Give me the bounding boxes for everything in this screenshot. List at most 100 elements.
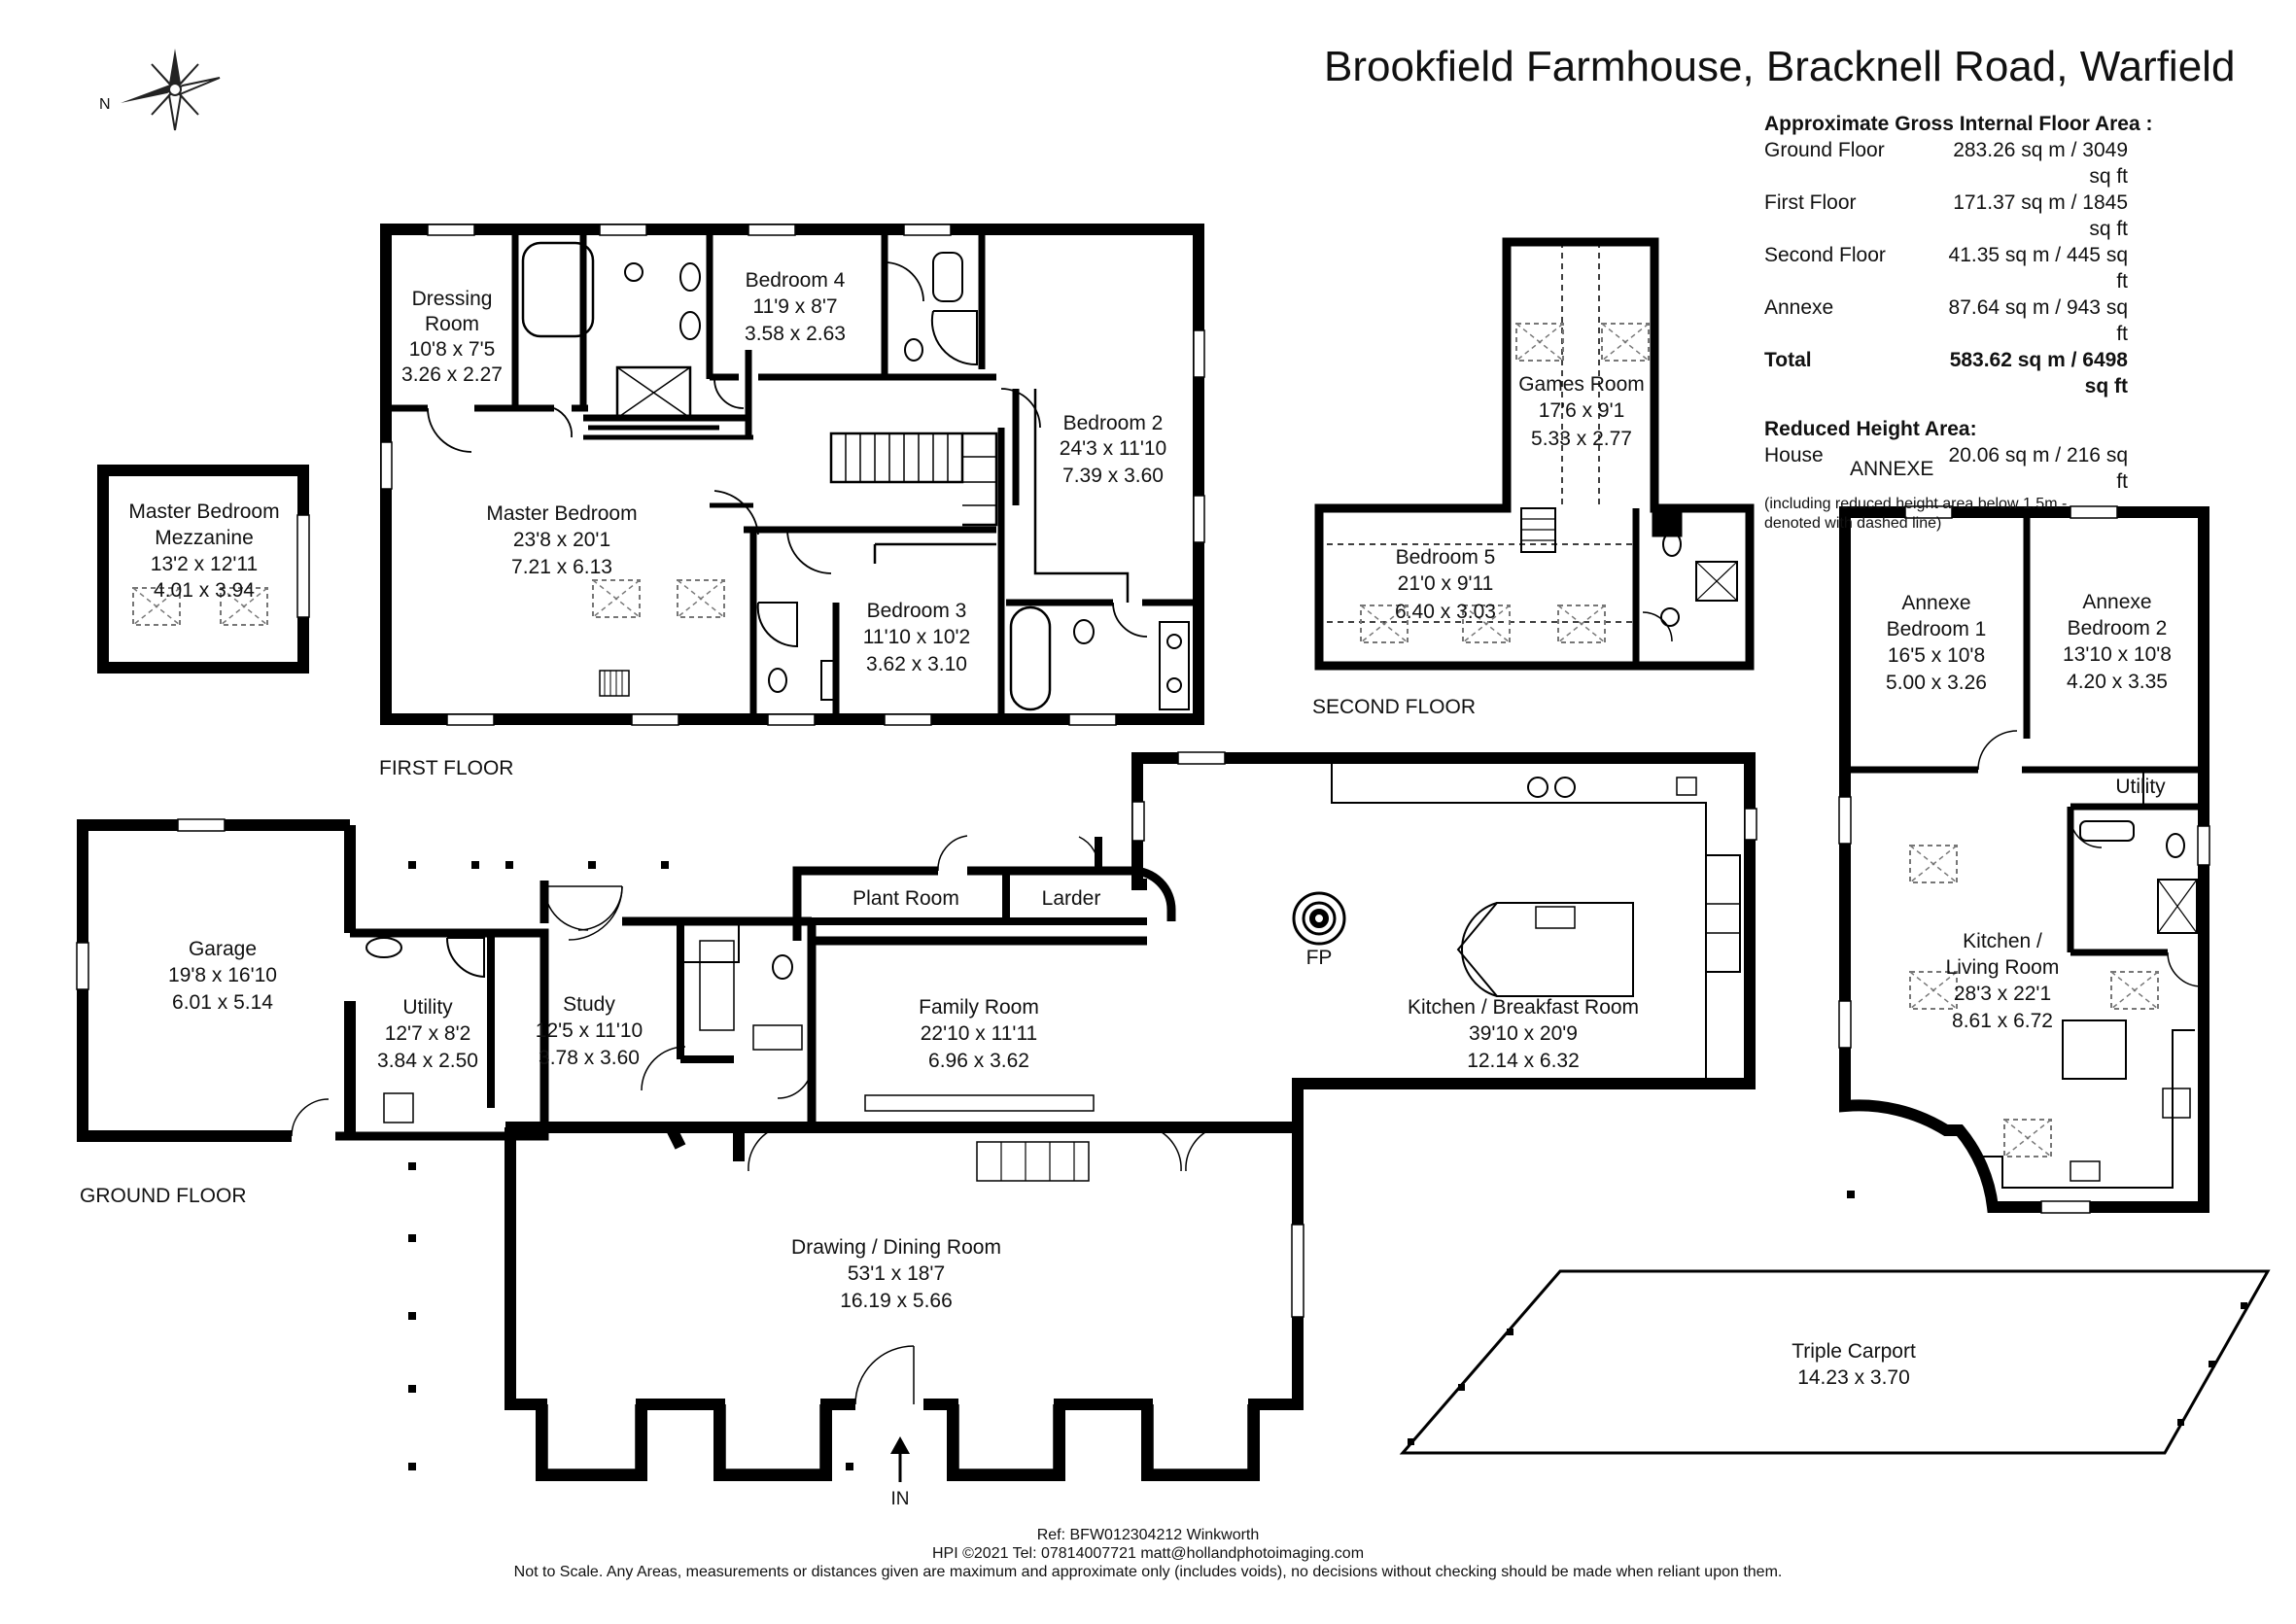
area-value: 20.06 sq m / 216 sq ft	[1948, 444, 2128, 493]
first-floor-skylights	[592, 579, 725, 618]
area-value: 171.37 sq m / 1845 sq ft	[1953, 191, 2128, 240]
area-label: Annexe	[1764, 296, 1834, 319]
room-annexe-utility-name: Utility	[2115, 776, 2166, 798]
room-family-name: Family Room	[919, 996, 1039, 1019]
room-dressing-name-2: Room	[425, 313, 479, 335]
first-floor-windows	[380, 224, 1205, 726]
footer-ref: Ref: BFW012304212 Winkworth	[1036, 1527, 1260, 1543]
room-annexe-bed1-imperial: 16'5 x 10'8	[1888, 644, 1985, 667]
floor-area-heading: Approximate Gross Internal Floor Area :	[1764, 113, 2153, 135]
first-floor-label: FIRST FLOOR	[379, 757, 513, 779]
room-annexe-bed2-name-2: Bedroom 2	[2068, 617, 2168, 639]
room-games-name: Games Room	[1518, 373, 1645, 396]
room-garage-name: Garage	[189, 938, 257, 960]
carport-posts	[408, 861, 1855, 1470]
room-annexe-bed1-metric: 5.00 x 3.26	[1886, 672, 1987, 694]
area-value: 583.62 sq m / 6498 sq ft	[1949, 349, 2128, 397]
room-annexe-bed2-metric: 4.20 x 3.35	[2067, 671, 2168, 693]
room-bedroom5-name: Bedroom 5	[1396, 546, 1496, 569]
mezzanine-plan	[97, 465, 310, 674]
room-dressing-imperial: 10'8 x 7'5	[409, 338, 496, 361]
room-kitchen-imperial: 39'10 x 20'9	[1469, 1022, 1578, 1045]
room-garage-metric: 6.01 x 5.14	[172, 991, 273, 1014]
room-bedroom3-imperial: 11'10 x 10'2	[863, 626, 970, 648]
area-value: 41.35 sq m / 445 sq ft	[1948, 244, 2128, 293]
room-bedroom5-metric: 6.40 x 3.03	[1395, 601, 1496, 623]
area-row-second: Second Floor 41.35 sq m / 445 sq ft	[1764, 242, 2152, 294]
room-kitchen-name: Kitchen / Breakfast Room	[1408, 996, 1639, 1019]
room-bedroom2-name: Bedroom 2	[1063, 412, 1164, 434]
room-master-imperial: 23'8 x 20'1	[513, 529, 610, 551]
room-annexe-kitchen-name: Kitchen /	[1963, 930, 2042, 952]
room-annexe-kitchen-imperial: 28'3 x 22'1	[1954, 983, 2051, 1005]
area-label: Ground Floor	[1764, 139, 1885, 161]
room-annexe-kitchen-name-2: Living Room	[1946, 956, 2060, 979]
room-study-name: Study	[563, 993, 615, 1016]
carport-outline-posts	[1408, 1302, 2247, 1445]
room-utility-metric: 3.84 x 2.50	[377, 1050, 478, 1072]
room-mezz-name: Master Bedroom	[128, 501, 279, 523]
area-row-annexe: Annexe 87.64 sq m / 943 sq ft	[1764, 294, 2152, 347]
reduced-height-heading: Reduced Height Area:	[1764, 418, 1977, 440]
floor-area-summary: Approximate Gross Internal Floor Area : …	[1764, 111, 2152, 534]
triple-carport-outline	[1399, 1269, 2271, 1455]
room-master-name: Master Bedroom	[486, 502, 637, 525]
area-label: Total	[1764, 349, 1812, 371]
room-family-metric: 6.96 x 3.62	[928, 1050, 1029, 1072]
room-bedroom2-metric: 7.39 x 3.60	[1062, 465, 1164, 487]
room-utility-imperial: 12'7 x 8'2	[385, 1022, 471, 1045]
ground-floor-plan	[76, 751, 1757, 1481]
room-garage-imperial: 19'8 x 16'10	[168, 964, 277, 986]
reduced-height-note: (including reduced height area below 1.5…	[1764, 496, 2068, 512]
room-mezz-imperial: 13'2 x 12'11	[151, 553, 258, 575]
area-label: Second Floor	[1764, 244, 1886, 266]
area-row-first: First Floor 171.37 sq m / 1845 sq ft	[1764, 190, 2152, 242]
room-master-metric: 7.21 x 6.13	[511, 556, 612, 578]
room-dressing-name: Dressing	[412, 288, 493, 310]
second-floor-label: SECOND FLOOR	[1312, 696, 1476, 718]
room-carport-metric: 14.23 x 3.70	[1797, 1366, 1910, 1389]
reduced-height-note-2: denoted with dashed line)	[1764, 515, 1942, 532]
room-utility-name: Utility	[402, 996, 453, 1019]
floor-labels: FIRST FLOOR SECOND FLOOR GROUND FLOOR AN…	[80, 458, 1933, 1207]
second-floor-plan	[1314, 237, 1755, 671]
room-study-imperial: 12'5 x 11'10	[536, 1019, 643, 1042]
ground-floor-label: GROUND FLOOR	[80, 1185, 247, 1207]
room-bedroom4-metric: 3.58 x 2.63	[745, 323, 846, 345]
area-value: 283.26 sq m / 3049 sq ft	[1953, 139, 2128, 188]
room-annexe-bed1-name-2: Bedroom 1	[1887, 618, 1987, 640]
room-larder-name: Larder	[1042, 887, 1101, 910]
room-drawing-metric: 16.19 x 5.66	[840, 1290, 953, 1312]
room-annexe-bed2-name: Annexe	[2082, 591, 2151, 613]
room-labels: Dressing Room 10'8 x 7'5 3.26 x 2.27 Bed…	[128, 269, 2172, 1389]
room-study-metric: 3.78 x 3.60	[539, 1047, 640, 1069]
area-row-reduced: House 20.06 sq m / 216 sq ft	[1764, 442, 2152, 495]
room-drawing-name: Drawing / Dining Room	[791, 1236, 1001, 1259]
room-bedroom5-imperial: 21'0 x 9'11	[1398, 572, 1494, 595]
room-bedroom4-imperial: 11'9 x 8'7	[752, 295, 837, 318]
footer-disclaimer: Not to Scale. Any Areas, measurements or…	[513, 1564, 1783, 1580]
room-carport-name: Triple Carport	[1792, 1340, 1916, 1363]
room-games-metric: 5.33 x 2.77	[1531, 428, 1632, 450]
room-bedroom2-imperial: 24'3 x 11'10	[1060, 437, 1166, 460]
room-drawing-imperial: 53'1 x 18'7	[848, 1262, 945, 1285]
entrance-arrow-icon: IN	[890, 1436, 910, 1509]
annexe-windows	[1838, 505, 2210, 1214]
annexe-label: ANNEXE	[1850, 458, 1933, 480]
area-value: 87.64 sq m / 943 sq ft	[1948, 296, 2128, 345]
room-annexe-bed1-name: Annexe	[1901, 592, 1970, 614]
room-family-imperial: 22'10 x 11'11	[921, 1022, 1038, 1045]
room-bedroom3-name: Bedroom 3	[867, 600, 967, 622]
area-row-total: Total 583.62 sq m / 6498 sq ft	[1764, 347, 2152, 399]
room-bedroom4-name: Bedroom 4	[746, 269, 846, 292]
room-mezz-metric: 4.01 x 3.94	[154, 579, 255, 602]
room-games-imperial: 17'6 x 9'1	[1539, 399, 1625, 422]
room-mezz-name-2: Mezzanine	[155, 527, 254, 549]
room-dressing-metric: 3.26 x 2.27	[401, 363, 503, 386]
area-label: House	[1764, 444, 1824, 466]
room-bedroom3-metric: 3.62 x 3.10	[866, 653, 967, 675]
room-kitchen-metric: 12.14 x 6.32	[1467, 1050, 1580, 1072]
fireplace-label: FP	[1306, 947, 1333, 969]
compass-icon: N	[99, 49, 221, 131]
